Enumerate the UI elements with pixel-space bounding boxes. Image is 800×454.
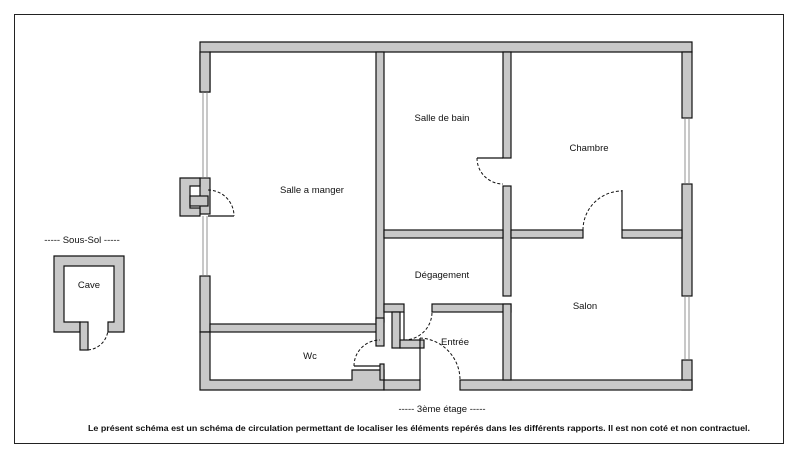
outer-walls bbox=[179, 41, 693, 391]
wall-bedroom-south-left bbox=[510, 229, 584, 239]
door-arc bbox=[353, 339, 381, 367]
wall-wc-door-jamb bbox=[379, 363, 385, 381]
interior-walls bbox=[209, 51, 683, 381]
room-label-salon: Salon bbox=[573, 301, 597, 312]
right-wall-top bbox=[681, 51, 693, 119]
wall-bath-south bbox=[383, 229, 504, 239]
cave-door-jamb bbox=[79, 321, 89, 351]
wall-bath-east-low bbox=[502, 185, 512, 297]
bottom-wall-mid bbox=[383, 379, 421, 391]
left-wall-low bbox=[199, 275, 211, 333]
level-label-etage: ----- 3ème étage ----- bbox=[398, 404, 485, 415]
room-label-wc: Wc bbox=[303, 351, 317, 362]
chimney-flue bbox=[189, 195, 209, 207]
wall-bath-east-top bbox=[502, 51, 512, 159]
wall-closet-bottom bbox=[399, 339, 425, 349]
room-label-chambre: Chambre bbox=[569, 143, 608, 154]
room-label-salle-a-manger: Salle a manger bbox=[280, 185, 344, 196]
left-wall-top bbox=[199, 51, 211, 93]
right-wall-low bbox=[681, 183, 693, 297]
wall-hall-south-left bbox=[383, 303, 405, 313]
doors bbox=[207, 157, 623, 381]
level-label-sous-sol: ----- Sous-Sol ----- bbox=[44, 235, 119, 246]
wall-dining-south bbox=[209, 323, 383, 333]
door-arc bbox=[582, 190, 623, 231]
door-arc bbox=[403, 311, 433, 341]
basement-cave bbox=[53, 255, 125, 351]
door-arc bbox=[87, 329, 109, 351]
windows bbox=[202, 92, 690, 360]
door-arc bbox=[419, 337, 461, 381]
wall-dining-east bbox=[375, 51, 385, 323]
wall-bedroom-south-right bbox=[621, 229, 683, 239]
room-label-cave: Cave bbox=[78, 280, 100, 291]
plan-frame bbox=[14, 14, 784, 444]
door-arc bbox=[476, 157, 504, 185]
door-arc bbox=[207, 189, 235, 217]
cave-walls bbox=[53, 255, 125, 333]
wall-wc-east bbox=[375, 317, 385, 347]
footer-note: Le présent schéma est un schéma de circu… bbox=[88, 423, 750, 433]
bottom-wall-right bbox=[459, 379, 693, 391]
wall-closet bbox=[391, 311, 401, 349]
room-label-salle-de-bain: Salle de bain bbox=[415, 113, 470, 124]
top-wall bbox=[199, 41, 693, 93]
wall-hall-south-right bbox=[431, 303, 512, 313]
wall-entry-east bbox=[502, 303, 512, 381]
room-label-entree: Entrée bbox=[441, 337, 469, 348]
room-label-degagement: Dégagement bbox=[415, 270, 470, 281]
bottom-wall-left bbox=[199, 331, 385, 391]
